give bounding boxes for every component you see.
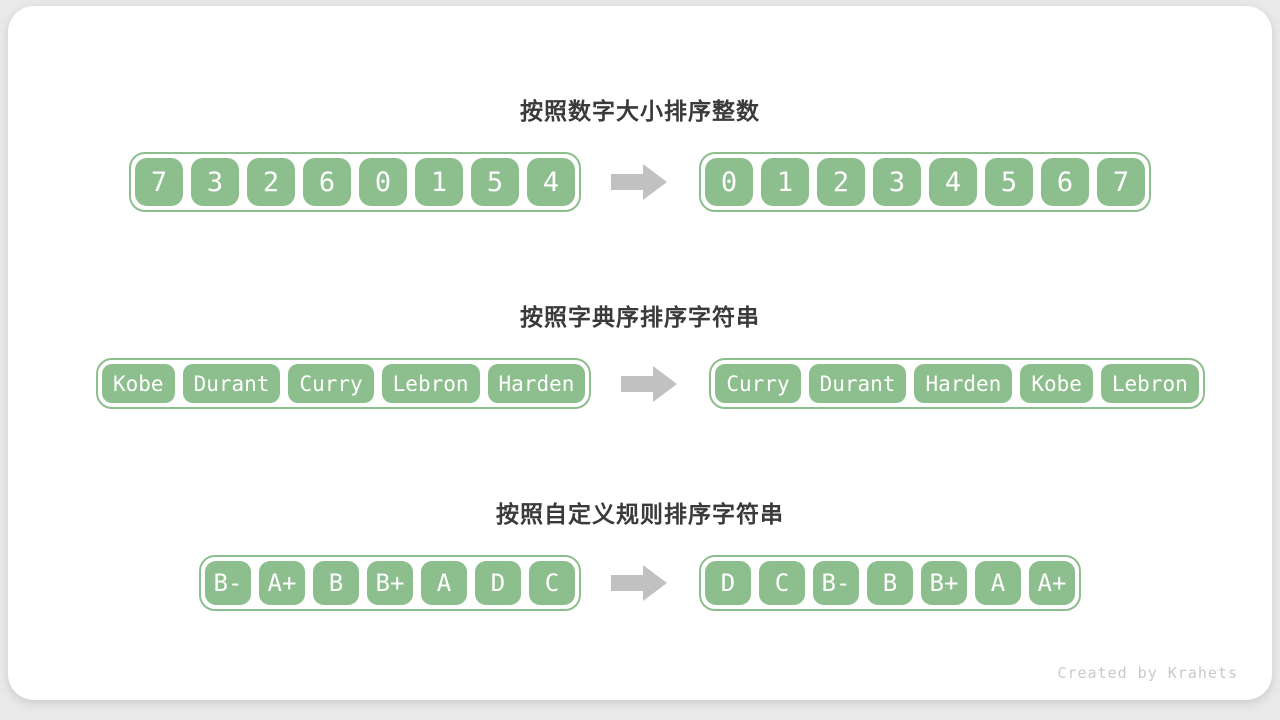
array-cell: D	[705, 561, 751, 605]
array-cell: A	[975, 561, 1021, 605]
section-sort-integers: 按照数字大小排序整数 7 3 2 6 0 1 5 4	[8, 92, 1272, 212]
array-cell: C	[759, 561, 805, 605]
section-row: B- A+ B B+ A D C D C B- B	[8, 555, 1272, 611]
array-cell: Harden	[914, 364, 1013, 403]
array-cell: D	[475, 561, 521, 605]
section-title: 按照字典序排序字符串	[520, 305, 760, 331]
array-cell: B-	[205, 561, 251, 605]
section-title: 按照数字大小排序整数	[520, 99, 760, 125]
section-sort-lexicographic: 按照字典序排序字符串 Kobe Durant Curry Lebron Hard…	[8, 298, 1272, 409]
array-cell: 7	[1097, 158, 1145, 206]
array-cell: 4	[527, 158, 575, 206]
array-cell: Curry	[715, 364, 801, 403]
diagram-card: 按照数字大小排序整数 7 3 2 6 0 1 5 4	[8, 6, 1272, 700]
array-cell: Durant	[808, 364, 907, 403]
array-cell: Lebron	[381, 364, 480, 403]
watermark: Created by Krahets	[1057, 664, 1238, 682]
array-cell: 1	[415, 158, 463, 206]
arrow-right-icon	[621, 364, 679, 404]
array-cell: 0	[359, 158, 407, 206]
diagram-content: 按照数字大小排序整数 7 3 2 6 0 1 5 4	[8, 6, 1272, 700]
section-sort-custom-rule: 按照自定义规则排序字符串 B- A+ B B+ A D C D	[8, 495, 1272, 611]
array-cell: Kobe	[1020, 364, 1093, 403]
arrow-right-icon	[611, 563, 669, 603]
arrow-right-icon	[611, 162, 669, 202]
section-row: Kobe Durant Curry Lebron Harden Curry Du…	[8, 358, 1272, 409]
array-cell: Curry	[288, 364, 374, 403]
array-cell: 5	[471, 158, 519, 206]
array-cell: B	[313, 561, 359, 605]
array-cell: 2	[247, 158, 295, 206]
array-after: 0 1 2 3 4 5 6 7	[699, 152, 1151, 212]
section-title: 按照自定义规则排序字符串	[496, 502, 784, 528]
array-before: Kobe Durant Curry Lebron Harden	[96, 358, 592, 409]
array-cell: 3	[873, 158, 921, 206]
array-cell: B+	[921, 561, 967, 605]
array-cell: 6	[1041, 158, 1089, 206]
array-cell: 2	[817, 158, 865, 206]
array-after: D C B- B B+ A A+	[699, 555, 1081, 611]
array-cell: B+	[367, 561, 413, 605]
array-cell: A+	[1029, 561, 1075, 605]
array-cell: Durant	[182, 364, 281, 403]
array-cell: 0	[705, 158, 753, 206]
array-after: Curry Durant Harden Kobe Lebron	[709, 358, 1205, 409]
array-before: 7 3 2 6 0 1 5 4	[129, 152, 581, 212]
array-before: B- A+ B B+ A D C	[199, 555, 581, 611]
array-cell: Harden	[487, 364, 586, 403]
array-cell: 5	[985, 158, 1033, 206]
array-cell: Kobe	[102, 364, 175, 403]
array-cell: B	[867, 561, 913, 605]
array-cell: 3	[191, 158, 239, 206]
array-cell: C	[529, 561, 575, 605]
array-cell: 7	[135, 158, 183, 206]
array-cell: 1	[761, 158, 809, 206]
array-cell: Lebron	[1100, 364, 1199, 403]
array-cell: A+	[259, 561, 305, 605]
array-cell: 4	[929, 158, 977, 206]
array-cell: B-	[813, 561, 859, 605]
array-cell: 6	[303, 158, 351, 206]
section-row: 7 3 2 6 0 1 5 4 0 1 2	[8, 152, 1272, 212]
array-cell: A	[421, 561, 467, 605]
